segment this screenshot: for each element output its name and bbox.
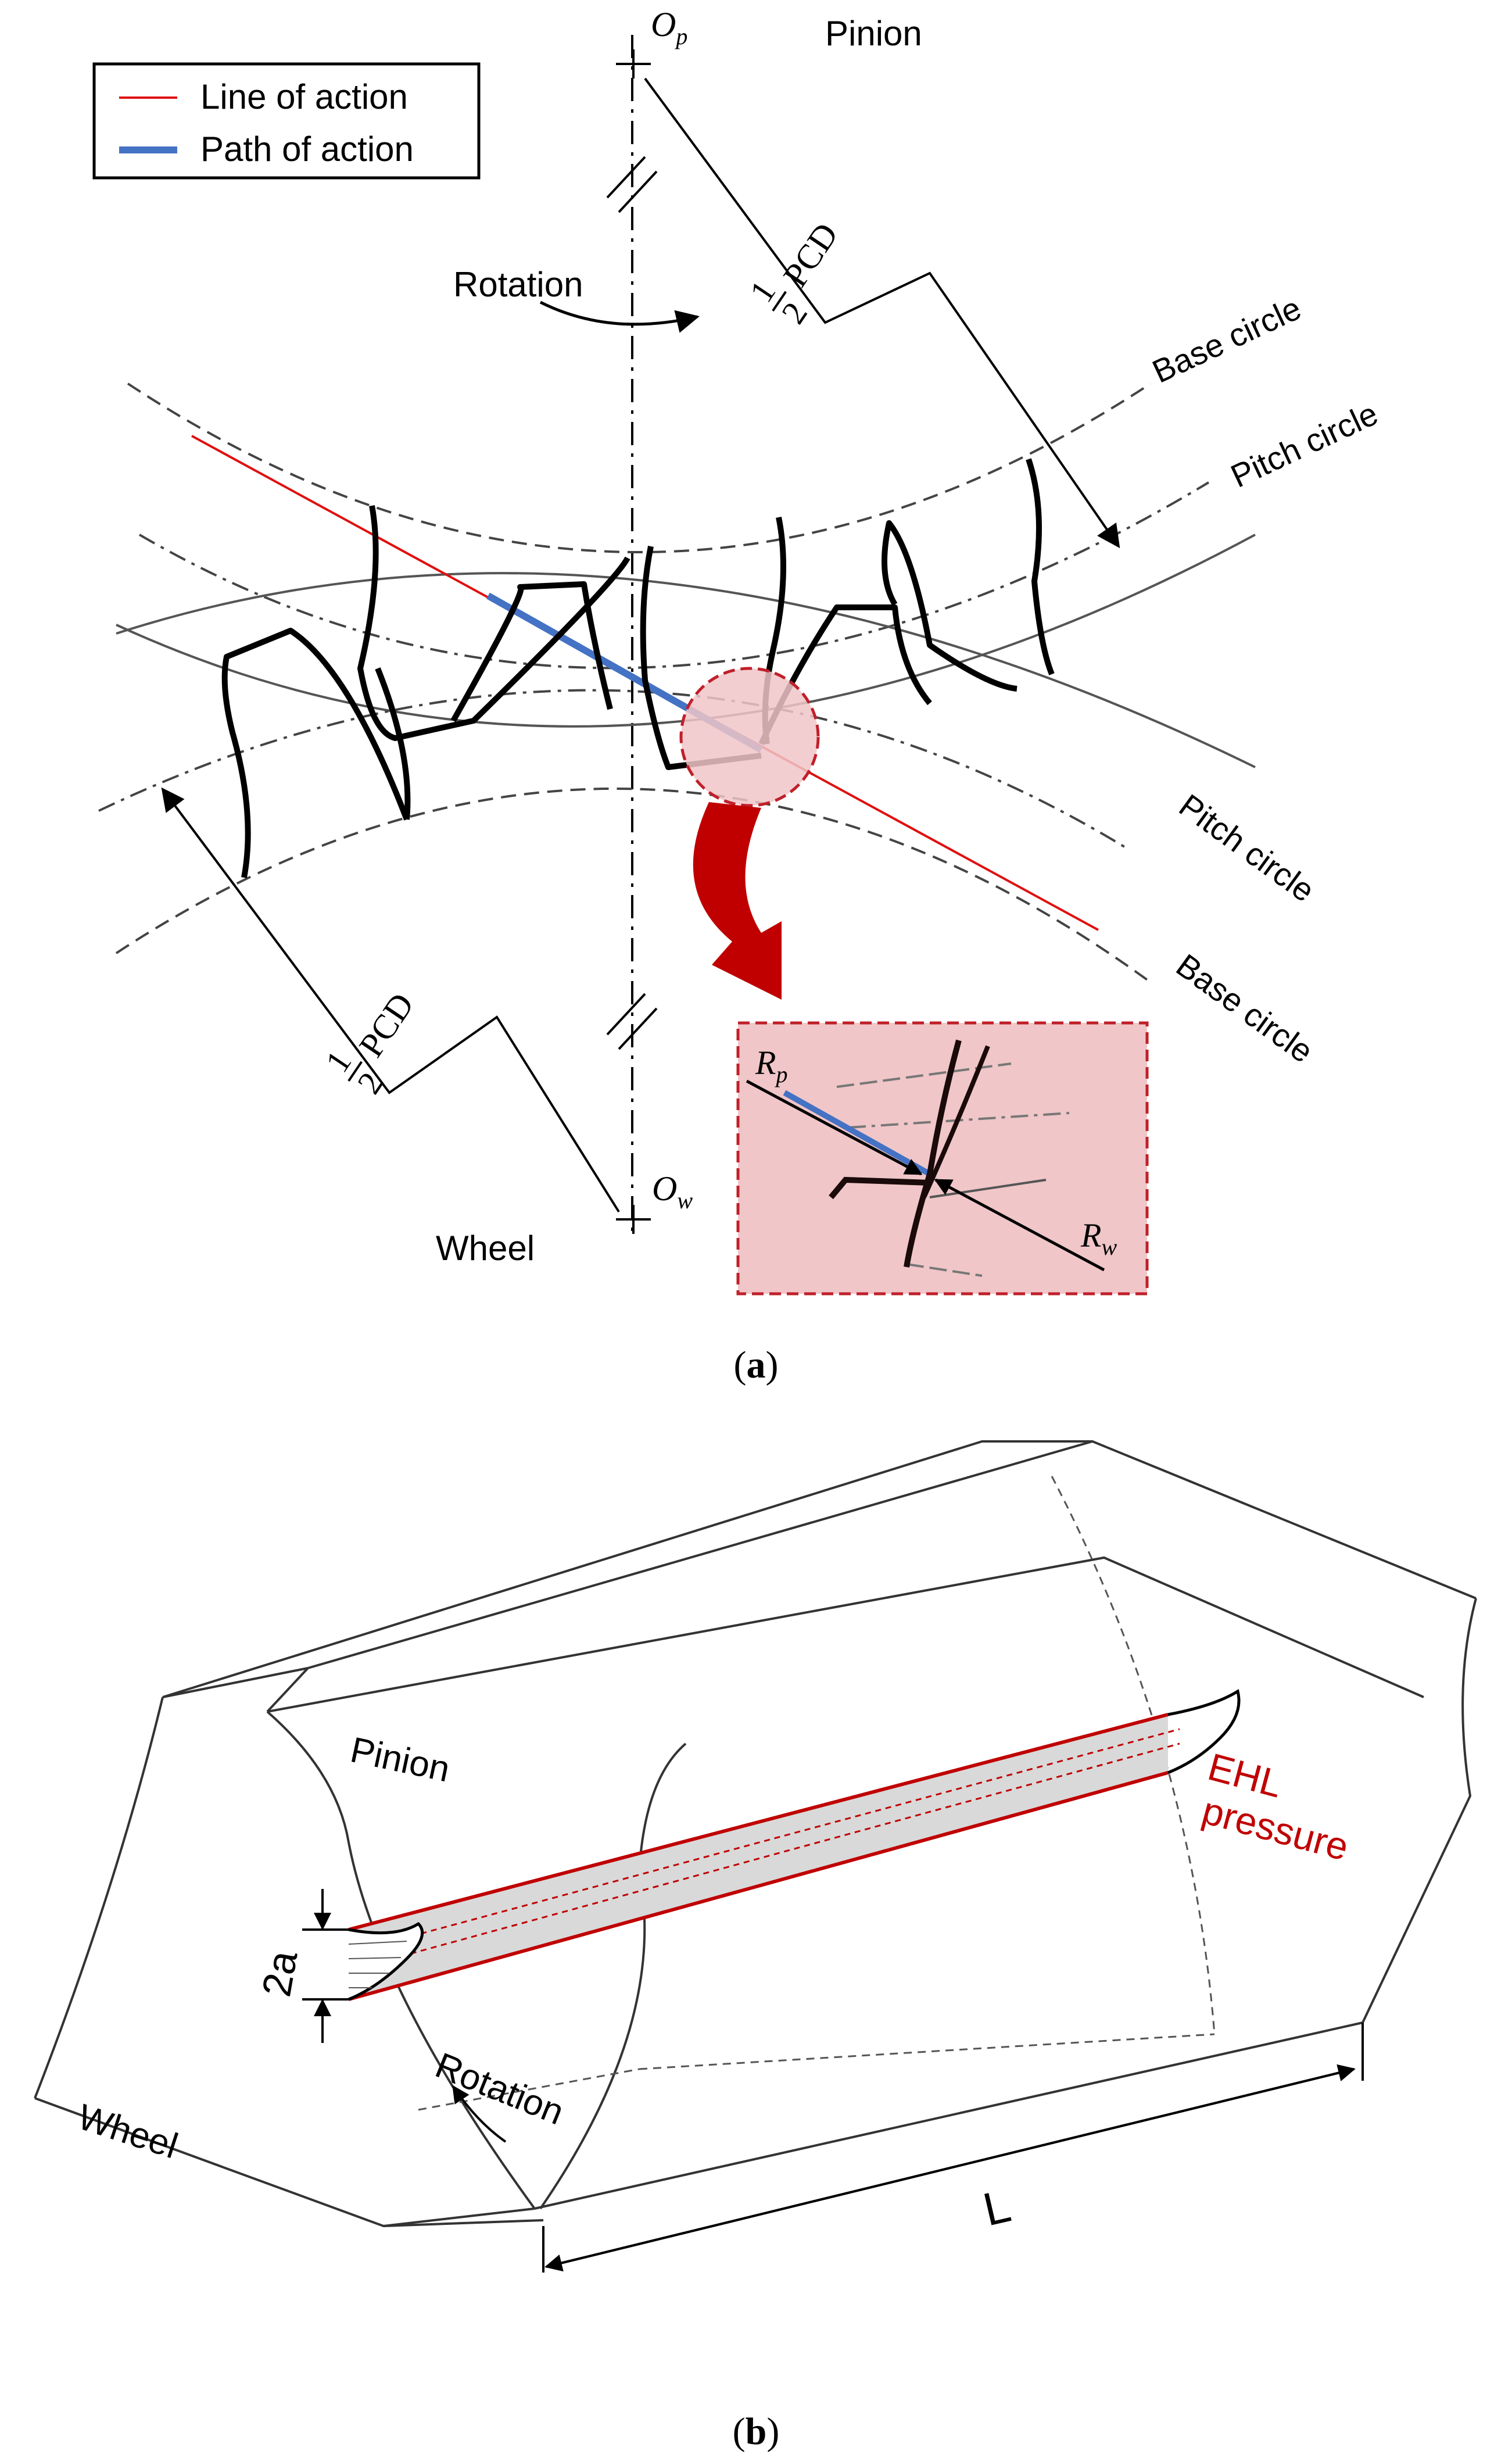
zoom-rp-arrow: [746, 1079, 923, 1176]
wheel-label: Wheel: [436, 1229, 535, 1268]
contact-band-bottom-edge: [348, 1771, 1169, 2001]
svg-text:PCD: PCD: [776, 216, 845, 294]
wheel-tooth-2: [640, 546, 762, 770]
rotation-arrow-b: [452, 2085, 507, 2143]
pinion-base-circle: [127, 382, 1152, 553]
ehl-pressure-profile-back: [1167, 1689, 1241, 1774]
rp-label: Rp: [755, 1044, 787, 1087]
wheel-cylinder: [34, 1440, 1092, 2228]
pinion-tooth-4: [1026, 458, 1055, 675]
wheel-tip-circle: [116, 572, 1256, 768]
rotation-arrow: [539, 300, 700, 333]
ehl-profile-hatching: [348, 1941, 407, 1988]
wheel-label-b: Wheel: [73, 2097, 182, 2167]
base-circle-top-label: Base circle: [1146, 289, 1306, 390]
pitch-circle-top-label: Pitch circle: [1225, 395, 1383, 495]
svg-text:2: 2: [350, 1065, 390, 1100]
pinion-label-b: Pinion: [347, 1730, 453, 1790]
wheel-tooth-2b: [450, 581, 613, 722]
wheel-pcd-dimension: [161, 787, 620, 1213]
rw-label: Rw: [1080, 1216, 1117, 1260]
panel-a: Rp Rw 1 2 PCD 1 2 PCD Pinion Wheel Rotat…: [92, 5, 1383, 1386]
zoom-pinion-flank: [904, 1039, 962, 1268]
zoom-wheel-base: [829, 1176, 930, 1200]
zoom-content: Rp Rw: [746, 1039, 1117, 1277]
contact-band-dash-2: [360, 1742, 1180, 1969]
pinion-label: Pinion: [825, 14, 922, 53]
pinion-tip-circle: [116, 534, 1256, 728]
zoom-base-circle: [906, 1263, 983, 1277]
pinion-cylinder: [266, 1440, 1477, 2210]
wheel-pitch-circle: [98, 689, 1128, 850]
wheel-tooth-1: [221, 628, 410, 878]
caption-a: (a): [734, 1344, 779, 1386]
contact-band-top-edge: [348, 1713, 1169, 1931]
center-crosses: [616, 49, 651, 1234]
pitch-circle-bottom-label: Pitch circle: [1173, 787, 1321, 909]
contact-band: [349, 1715, 1168, 1999]
pinion-pcd-dimension: [644, 77, 1120, 549]
op-label: Op: [651, 5, 687, 49]
caption-b: (b): [733, 2410, 780, 2453]
rotation-label-b: Rotation: [430, 2045, 569, 2132]
zoom-wheel-flank: [922, 1045, 990, 1198]
contact-zoom-circle: [679, 667, 820, 807]
zoom-tip-circle: [836, 1062, 1012, 1088]
legend-path-of-action: Path of action: [200, 130, 414, 169]
legend-line-of-action: Line of action: [200, 77, 408, 116]
ow-label: Ow: [652, 1169, 693, 1214]
length-label: L: [979, 2180, 1015, 2236]
pinion-tooth-3: [882, 520, 1017, 692]
base-circle-bottom-label: Base circle: [1170, 947, 1320, 1070]
wheel-half-pcd-label: 1 2 PCD: [318, 986, 421, 1101]
pinion-tooth-1: [357, 505, 630, 741]
contact-band-dash-1: [360, 1728, 1180, 1951]
half-width-dimension: [302, 1889, 349, 2043]
panel-b: 2a L Pinion Wheel Rotation EHL pressure …: [34, 1440, 1477, 2453]
break-marks: [606, 156, 658, 1050]
legend: Line of action Path of action: [92, 62, 481, 180]
half-width-label: 2a: [253, 1948, 306, 2000]
pinion-tooth-1-side: [375, 667, 411, 820]
length-dimension: [542, 2023, 1364, 2273]
callout-arrow: [693, 802, 782, 1000]
svg-text:PCD: PCD: [352, 986, 421, 1064]
rotation-label: Rotation: [453, 265, 583, 304]
zoom-rw-arrow: [934, 1178, 1105, 1272]
